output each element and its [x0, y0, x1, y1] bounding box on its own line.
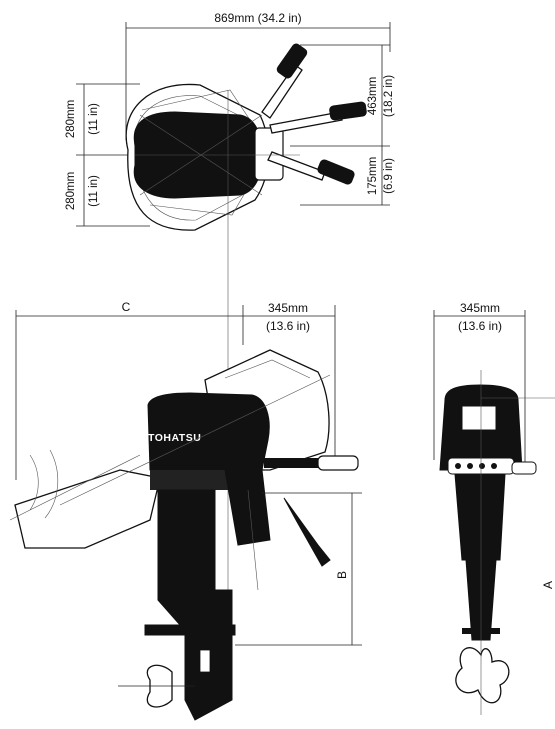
lower-cowl: [150, 470, 240, 490]
tiller-offset-in: (6.9 in): [383, 158, 395, 194]
rear-view: 345mm (13.6 in) A: [433, 301, 555, 715]
side-cowl: [147, 392, 270, 471]
tiller-arm: [264, 458, 334, 468]
tiller-reach-in: (18.2 in): [383, 75, 395, 117]
half-width-lower-mm: 280mm: [65, 172, 77, 210]
rear-tiller-grip: [511, 461, 537, 475]
top-bracket: [254, 127, 284, 181]
anti-ventilation-plate: [144, 624, 236, 636]
rear-width-in: (13.6 in): [458, 319, 502, 333]
half-width-upper-mm: 280mm: [65, 100, 77, 138]
half-width-upper-in: (11 in): [88, 103, 100, 135]
a-label: A: [541, 581, 555, 589]
tilted-lower-unit: [14, 469, 161, 549]
tiller-grip: [317, 455, 359, 471]
rear-midsection: [454, 473, 506, 561]
model-plate: [199, 649, 211, 673]
rear-propeller: [455, 647, 510, 704]
side-tiller-mm: 345mm: [268, 301, 308, 315]
width-label: 869mm (34.2 in): [214, 11, 301, 25]
clamp-bracket: [224, 469, 271, 546]
tiller-handle-lower: [267, 151, 355, 185]
tiller-offset-mm: 175mm: [367, 157, 379, 195]
b-label: B: [335, 571, 349, 579]
c-label: C: [122, 300, 131, 314]
rear-badge: [461, 405, 497, 431]
half-width-lower-in: (11 in): [88, 175, 100, 207]
rear-width-mm: 345mm: [460, 301, 500, 315]
tiller-reach-mm: 463mm: [367, 77, 379, 115]
tiller-handle-upper: [261, 43, 308, 119]
top-view: 869mm (34.2 in) 280mm (11 in) 280mm (11 …: [65, 11, 395, 231]
side-view: C 345mm (13.6 in) TOHATSU B: [9, 300, 362, 721]
side-tiller-in: (13.6 in): [266, 319, 310, 333]
tiller-lowered: [283, 497, 331, 567]
tiller-handle-middle: [269, 101, 367, 134]
brand-logo: TOHATSU: [148, 432, 201, 444]
